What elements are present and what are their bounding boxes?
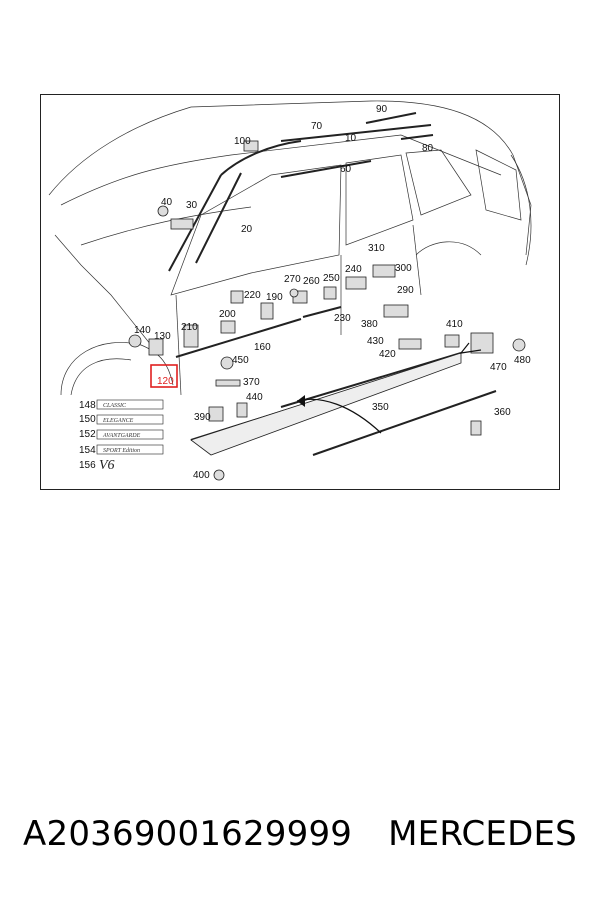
badge-plates: CLASSIC ELEGANCE AVANTGARDE SPORT Editio… xyxy=(96,399,164,473)
callout-140: 140 xyxy=(134,325,151,336)
callout-150: 150 xyxy=(79,414,96,425)
callout-152: 152 xyxy=(79,429,96,440)
car-outline xyxy=(48,100,532,396)
callout-160: 160 xyxy=(254,342,271,353)
callout-100: 100 xyxy=(234,136,251,147)
callout-250: 250 xyxy=(323,273,340,284)
callout-10: 10 xyxy=(345,133,357,144)
part-number: A20369001629999 xyxy=(23,814,353,854)
parts-diagram: CLASSIC ELEGANCE AVANTGARDE SPORT Editio… xyxy=(40,94,560,490)
highlight-box xyxy=(150,364,178,388)
callout-440: 440 xyxy=(246,392,263,403)
callout-270: 270 xyxy=(284,274,301,285)
callout-370: 370 xyxy=(243,377,260,388)
brand-name: MERCEDES xyxy=(388,814,577,854)
callout-40: 40 xyxy=(161,197,173,208)
sill-panel xyxy=(190,352,462,456)
callout-80: 80 xyxy=(422,143,434,154)
callout-420: 420 xyxy=(379,349,396,360)
callout-290: 290 xyxy=(397,285,414,296)
callout-230: 230 xyxy=(334,313,351,324)
arrow-small xyxy=(459,342,482,354)
callout-200: 200 xyxy=(219,309,236,320)
callout-130: 130 xyxy=(154,331,171,342)
callout-30: 30 xyxy=(186,200,198,211)
badge-elegance: ELEGANCE xyxy=(102,418,134,424)
callout-220: 220 xyxy=(244,290,261,301)
clips xyxy=(128,140,526,481)
callout-480: 480 xyxy=(514,355,531,366)
callout-154: 154 xyxy=(79,445,96,456)
callout-360: 360 xyxy=(494,407,511,418)
callout-260: 260 xyxy=(303,276,320,287)
callout-240: 240 xyxy=(345,264,362,275)
callout-450: 450 xyxy=(232,355,249,366)
callout-190: 190 xyxy=(266,292,283,303)
callout-70: 70 xyxy=(311,121,323,132)
callout-20: 20 xyxy=(241,224,253,235)
callout-410: 410 xyxy=(446,319,463,330)
callout-470: 470 xyxy=(490,362,507,373)
badge-v6: V6 xyxy=(99,458,115,473)
callout-60: 60 xyxy=(340,164,352,175)
callout-310: 310 xyxy=(368,243,385,254)
arrow-head xyxy=(297,395,305,407)
callout-210: 210 xyxy=(181,322,198,333)
callout-400: 400 xyxy=(193,470,210,481)
callout-430: 430 xyxy=(367,336,384,347)
callout-148: 148 xyxy=(79,400,96,411)
callout-156: 156 xyxy=(79,460,96,471)
badge-sport: SPORT Edition xyxy=(103,448,140,454)
callout-120: 120 xyxy=(157,376,174,387)
callout-390: 390 xyxy=(194,412,211,423)
badge-avantgarde: AVANTGARDE xyxy=(102,433,141,439)
footer: A20369001629999 MERCEDES xyxy=(0,806,600,862)
callout-380: 380 xyxy=(361,319,378,330)
diagram-illustration: CLASSIC ELEGANCE AVANTGARDE SPORT Editio… xyxy=(48,100,532,481)
callout-300: 300 xyxy=(395,263,412,274)
badge-classic: CLASSIC xyxy=(103,403,127,409)
callout-90: 90 xyxy=(376,104,388,115)
callout-350: 350 xyxy=(372,402,389,413)
